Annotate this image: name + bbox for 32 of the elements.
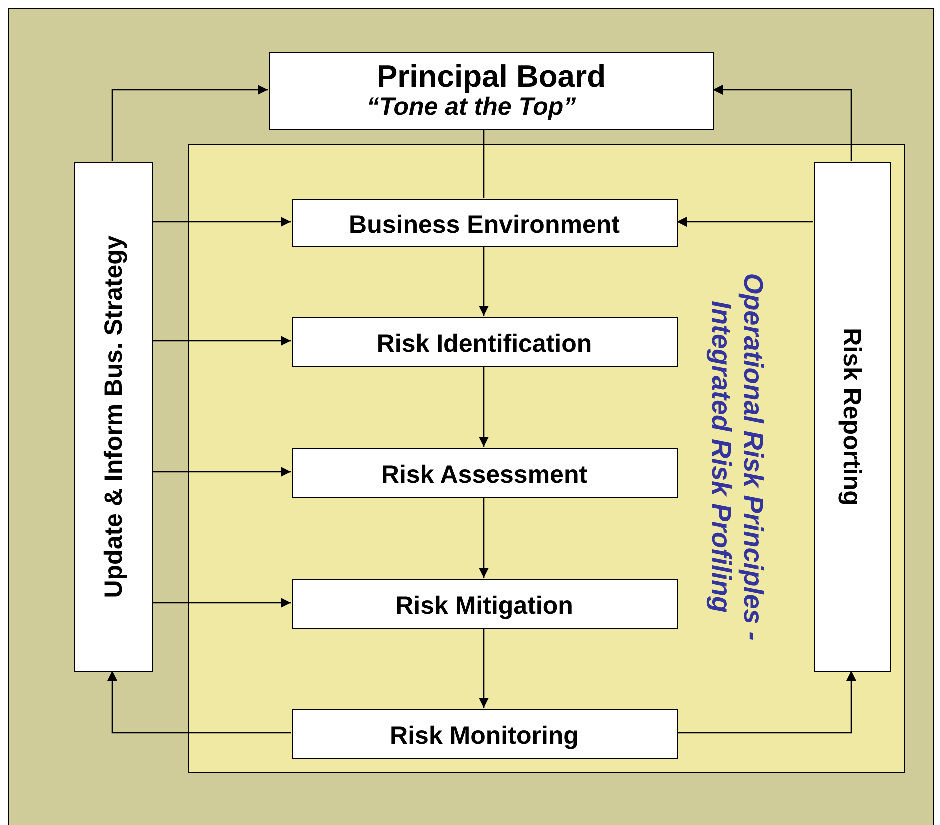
box-label: Risk Mitigation [396,591,574,621]
panel-title: Operational Risk Principles - Integrated Risk Profiling [705,272,770,643]
vertical-box [74,162,153,672]
arrow [108,671,291,734]
vertical-box [814,162,890,672]
box-label: Risk Assessment [381,460,588,490]
box-label: Risk Identification [376,329,592,359]
process-box [292,198,678,246]
panel-background [188,144,905,773]
arrow [479,628,489,708]
arrow [152,217,291,227]
box-label: Update & Inform Bus. Strategy [98,234,128,600]
process-box [292,708,678,758]
arrow [152,598,291,608]
process-box [292,316,678,366]
arrow [479,366,489,447]
box-label: Risk Monitoring [390,721,579,751]
arrow [479,497,489,578]
arrow [713,85,852,161]
arrow [152,336,291,346]
board-title: Principal Board [376,60,606,94]
arrow [112,85,268,161]
process-box [292,448,678,498]
arrow [152,467,291,477]
board-box [269,52,714,130]
process-box [292,578,678,628]
arrow [677,217,813,227]
arrow [677,671,856,734]
box-label: Risk Reporting [837,326,867,508]
board-subtitle: “Tone at the Top” [366,94,576,122]
box-label: Business Environment [349,210,620,240]
arrow [479,246,489,316]
